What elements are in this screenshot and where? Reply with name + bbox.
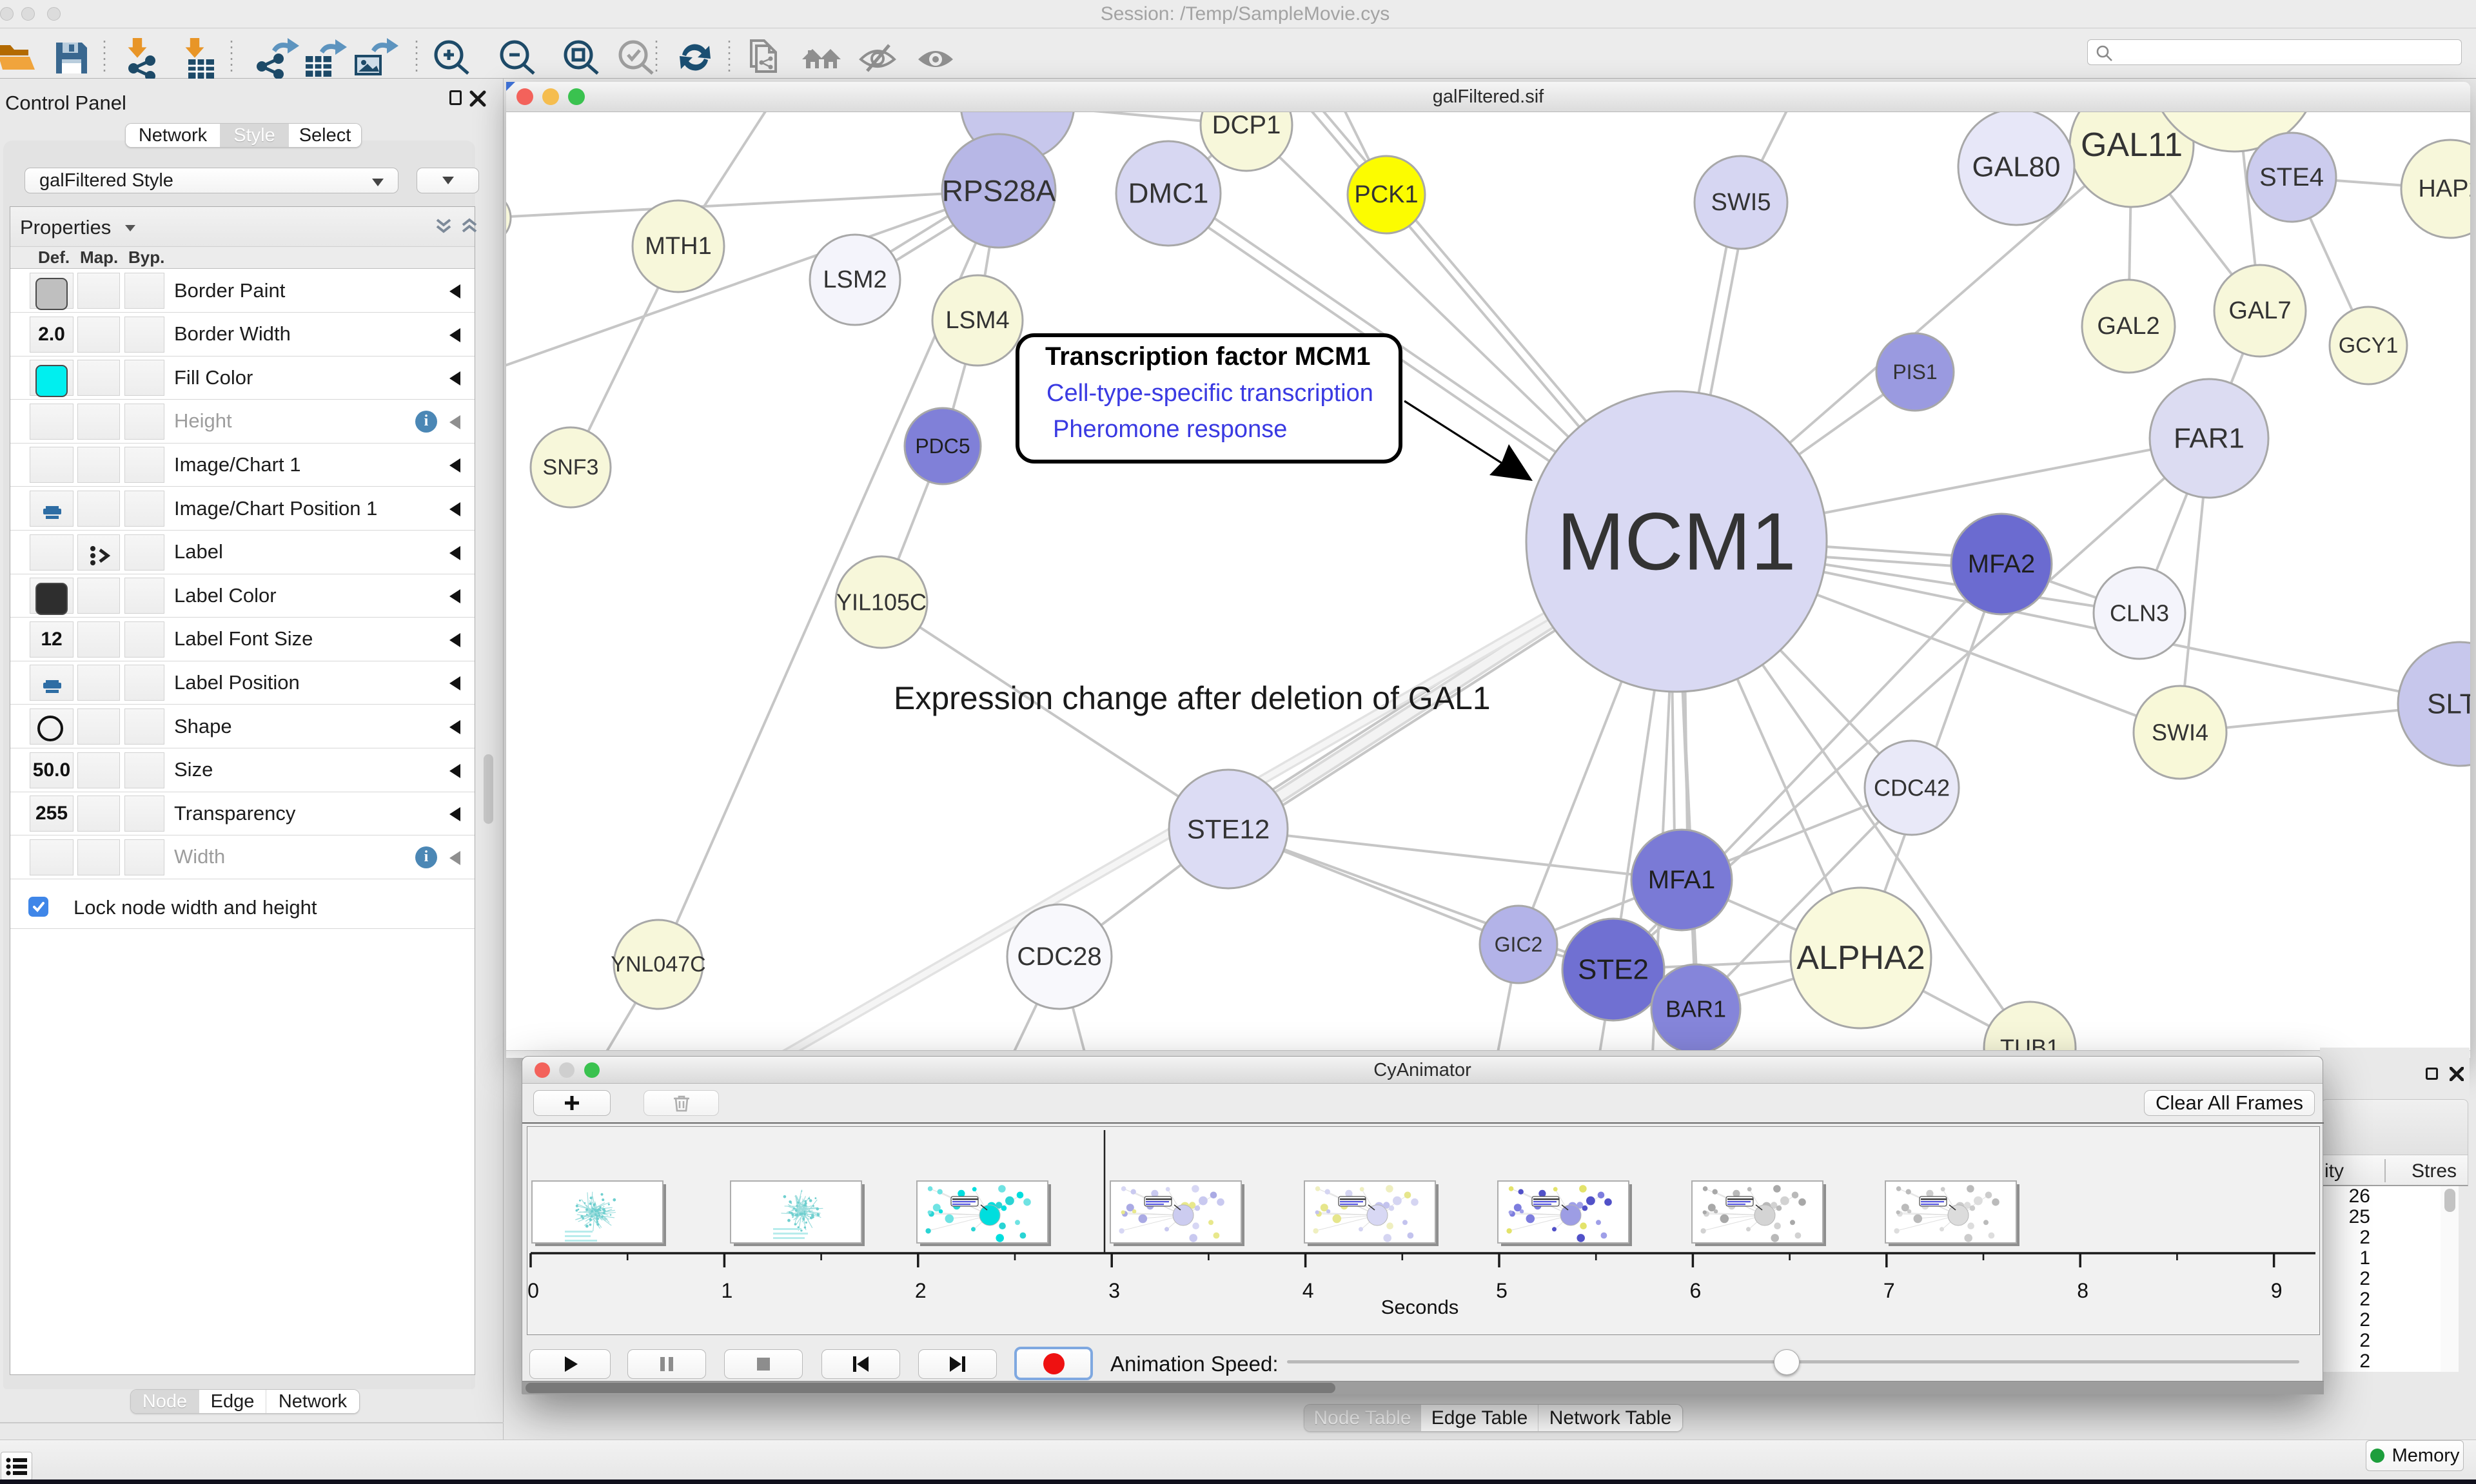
svg-text:7: 7 xyxy=(1883,1279,1895,1302)
svg-text:SLT2: SLT2 xyxy=(2427,688,2470,720)
svg-text:GAL7: GAL7 xyxy=(2228,297,2291,324)
svg-text:RPS28A: RPS28A xyxy=(942,174,1056,208)
svg-text:0: 0 xyxy=(527,1279,539,1302)
svg-text:Cell-type-specific transcripti: Cell-type-specific transcription xyxy=(1046,380,1373,407)
svg-text:YNL047C: YNL047C xyxy=(611,952,705,977)
svg-text:MTH1: MTH1 xyxy=(645,233,711,260)
svg-text:PIS1: PIS1 xyxy=(1892,360,1937,384)
svg-text:9: 9 xyxy=(2271,1279,2283,1302)
svg-text:5: 5 xyxy=(1496,1279,1508,1302)
svg-text:SWI5: SWI5 xyxy=(1711,189,1771,216)
svg-text:LSM4: LSM4 xyxy=(945,307,1009,334)
svg-text:2: 2 xyxy=(915,1279,927,1302)
svg-text:CLN3: CLN3 xyxy=(2110,600,2169,627)
svg-text:ALPHA2: ALPHA2 xyxy=(1796,939,1925,977)
svg-text:MFA2: MFA2 xyxy=(1968,550,2035,578)
svg-text:GCY1: GCY1 xyxy=(2339,333,2399,358)
svg-text:MFA1: MFA1 xyxy=(1648,866,1715,894)
svg-text:1: 1 xyxy=(722,1279,733,1302)
svg-text:YIL105C: YIL105C xyxy=(836,589,927,616)
svg-text:GAL80: GAL80 xyxy=(1972,151,2061,183)
svg-text:FAR1: FAR1 xyxy=(2174,423,2245,454)
svg-text:BAR1: BAR1 xyxy=(1665,996,1726,1022)
svg-text:STE4: STE4 xyxy=(2259,163,2324,191)
svg-text:Expression change after deleti: Expression change after deletion of GAL1 xyxy=(894,680,1491,716)
svg-text:4: 4 xyxy=(1302,1279,1314,1302)
svg-text:MCM1: MCM1 xyxy=(1557,496,1796,587)
svg-text:CDC42: CDC42 xyxy=(1874,775,1950,801)
svg-text:DMC1: DMC1 xyxy=(1128,178,1209,210)
svg-text:DCP1: DCP1 xyxy=(1212,112,1281,139)
svg-text:Pheromone response: Pheromone response xyxy=(1053,416,1287,443)
svg-text:SWI4: SWI4 xyxy=(2152,719,2208,746)
svg-text:Transcription factor MCM1: Transcription factor MCM1 xyxy=(1045,342,1371,371)
svg-text:8: 8 xyxy=(2077,1279,2088,1302)
svg-text:STE12: STE12 xyxy=(1187,814,1270,845)
svg-text:HAP2: HAP2 xyxy=(2418,175,2470,202)
svg-text:PCK1: PCK1 xyxy=(1354,181,1418,208)
svg-text:CDC28: CDC28 xyxy=(1017,942,1101,971)
svg-text:SNF3: SNF3 xyxy=(543,455,599,480)
svg-text:STE2: STE2 xyxy=(1578,954,1649,986)
svg-text:GAL2: GAL2 xyxy=(2097,313,2159,340)
svg-text:GAL11: GAL11 xyxy=(2081,126,2183,164)
svg-text:GIC2: GIC2 xyxy=(1495,933,1543,956)
svg-text:LSM2: LSM2 xyxy=(823,266,887,293)
svg-text:TUB1: TUB1 xyxy=(2000,1035,2059,1051)
svg-text:3: 3 xyxy=(1108,1279,1120,1302)
svg-text:PDC5: PDC5 xyxy=(915,434,970,458)
svg-text:6: 6 xyxy=(1690,1279,1702,1302)
